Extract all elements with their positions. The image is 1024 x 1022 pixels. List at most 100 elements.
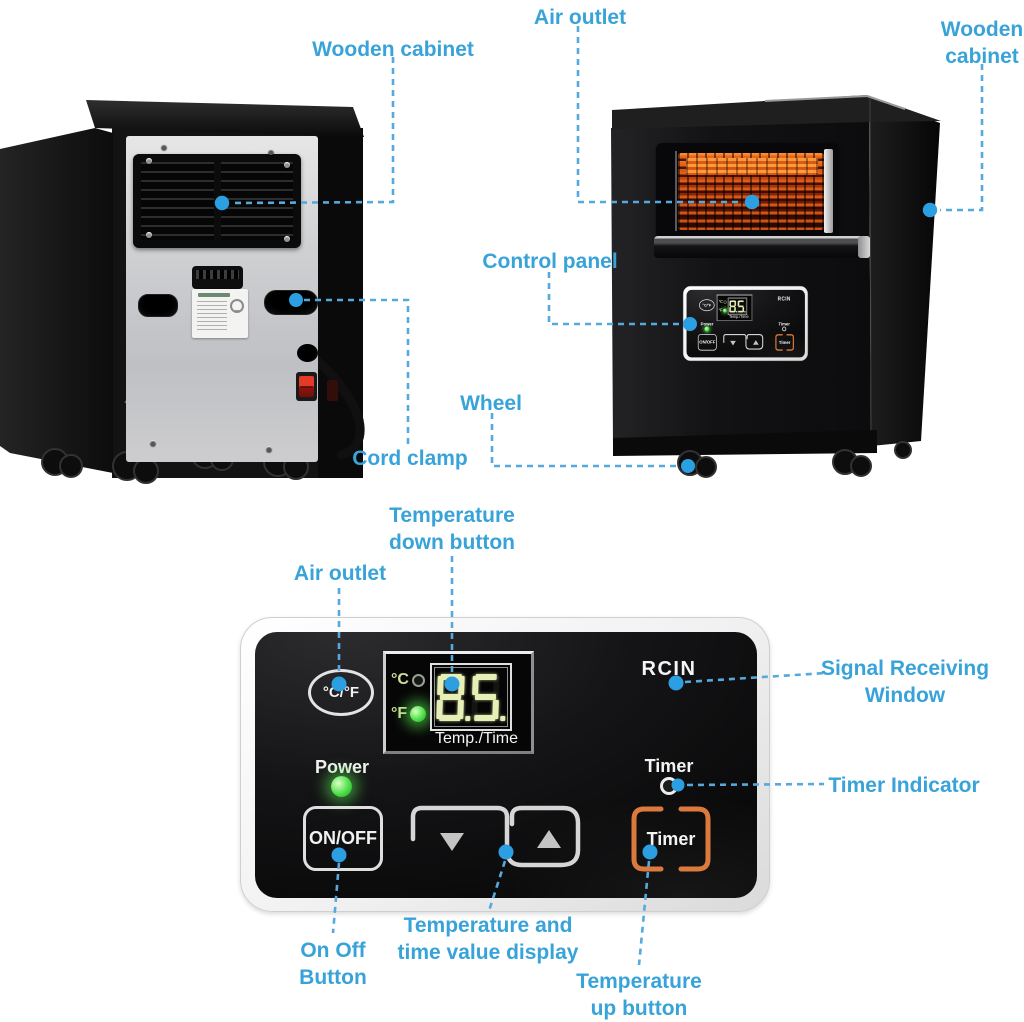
seven-segment-digit bbox=[436, 673, 471, 721]
fahrenheit-label: °F bbox=[391, 705, 408, 722]
label-timer-indicator: Timer Indicator bbox=[828, 774, 980, 797]
signal-receiving-window-label: RCIN bbox=[777, 296, 791, 303]
rocker-switch-side bbox=[327, 380, 338, 401]
label-cord-clamp: Cord clamp bbox=[352, 447, 468, 470]
right-side-face bbox=[869, 97, 940, 446]
label-line: cabinet bbox=[945, 45, 1019, 68]
label-wooden-cabinet-right: Wooden cabinet bbox=[941, 16, 1023, 70]
panel-screw-icon bbox=[268, 149, 274, 155]
grille-screw-icon bbox=[284, 162, 290, 168]
seven-segment-display bbox=[430, 663, 512, 731]
timer-button: Timer bbox=[629, 805, 713, 873]
vent-grille-slats bbox=[141, 162, 293, 240]
display-module: °C °F Temp./Time bbox=[716, 294, 753, 321]
seven-segment-digit bbox=[737, 300, 746, 313]
fahrenheit-indicator: °F bbox=[391, 705, 427, 723]
label-temp-display: Temperature and time value display bbox=[398, 912, 579, 966]
power-led-icon bbox=[704, 326, 710, 332]
down-arrow-icon bbox=[730, 340, 736, 346]
wheels bbox=[677, 441, 912, 478]
timer-button-outline bbox=[775, 334, 794, 351]
label-line: Button bbox=[299, 966, 367, 989]
terminal-block bbox=[192, 266, 243, 289]
left-side-face bbox=[0, 128, 113, 473]
power-led-icon bbox=[331, 776, 352, 797]
label-on-off-button: On Off Button bbox=[299, 937, 367, 991]
power-label: Power bbox=[314, 757, 370, 777]
label-temp-down: Temperature down button bbox=[389, 502, 515, 556]
seven-segment-digit bbox=[729, 300, 738, 313]
infrared-glow-bright bbox=[686, 158, 818, 175]
label-line: Window bbox=[864, 684, 946, 707]
rocker-switch-red bbox=[299, 376, 314, 397]
label-control-panel: Control panel bbox=[482, 250, 618, 273]
label-wheel: Wheel bbox=[460, 392, 522, 415]
product-label bbox=[192, 289, 248, 338]
on-off-button: ON/OFF bbox=[303, 806, 383, 871]
label-line: down button bbox=[389, 531, 515, 554]
window-edge-left bbox=[675, 151, 677, 231]
label-line: Wooden bbox=[940, 18, 1024, 41]
celsius-led-off-icon bbox=[411, 673, 425, 687]
celsius-label: °C bbox=[718, 299, 723, 305]
panel-screw-icon bbox=[266, 446, 272, 452]
vent-grille bbox=[133, 154, 301, 248]
label-line: On Off bbox=[300, 939, 366, 962]
control-panel-closeup: °C/°F °C °F Temp./Time RCIN Power Timer … bbox=[240, 617, 770, 912]
celsius-indicator: °C bbox=[391, 671, 425, 689]
label-air-outlet-top: Air outlet bbox=[533, 6, 627, 29]
corner-seam bbox=[869, 98, 872, 444]
brand-logo bbox=[198, 293, 230, 297]
down-arrow-icon bbox=[440, 833, 464, 851]
label-line: Temperature and bbox=[403, 914, 573, 937]
base-bar bbox=[613, 430, 877, 456]
temperature-arrow-buttons bbox=[723, 333, 764, 350]
timer-indicator-light bbox=[782, 326, 787, 332]
power-label: Power bbox=[700, 321, 714, 327]
temperature-up-button bbox=[747, 335, 763, 349]
timer-indicator-light bbox=[660, 777, 678, 795]
panel-screw-icon bbox=[150, 440, 156, 446]
label-line: up button bbox=[590, 997, 688, 1020]
timer-button-label: Timer bbox=[646, 828, 696, 849]
control-panel-mini: °C/°F °C °F Temp./Time RCIN Power Timer … bbox=[683, 286, 808, 361]
etl-mark-icon bbox=[230, 299, 244, 313]
window-edge-right bbox=[824, 149, 833, 233]
up-arrow-icon bbox=[753, 340, 759, 345]
control-panel: °C/°F °C °F Temp./Time RCIN Power Timer … bbox=[683, 286, 808, 361]
celsius-led-off-icon bbox=[723, 300, 727, 304]
timer-button-label: Timer bbox=[778, 339, 791, 345]
display-caption: Temp./Time bbox=[435, 730, 518, 747]
timer-indicator-label: Timer bbox=[644, 756, 694, 776]
top-edge-highlight bbox=[764, 94, 906, 110]
rocker-switch bbox=[296, 372, 317, 401]
timer-button: Timer bbox=[775, 334, 795, 351]
celsius-indicator: °C bbox=[719, 300, 727, 305]
temperature-up-button bbox=[512, 808, 578, 865]
on-off-button: ON/OFF bbox=[697, 334, 717, 351]
display-caption: Temp./Time bbox=[728, 314, 749, 320]
timer-indicator-label: Timer bbox=[778, 321, 790, 327]
temperature-down-button bbox=[724, 335, 746, 349]
cord-exit-hole bbox=[297, 344, 318, 362]
label-line: Signal Receiving bbox=[820, 657, 990, 680]
grille-screw-icon bbox=[146, 158, 152, 164]
signal-receiving-window-label: RCIN bbox=[641, 658, 697, 680]
seven-segment-digit bbox=[471, 673, 506, 721]
label-air-outlet-bottom: Air outlet bbox=[293, 562, 387, 585]
fahrenheit-led-on-icon bbox=[410, 706, 427, 722]
label-temp-up: Temperature up button bbox=[576, 968, 702, 1022]
display-module: °C °F Temp./Time bbox=[383, 651, 534, 754]
temperature-down-button bbox=[413, 808, 507, 865]
fahrenheit-indicator: °F bbox=[719, 308, 727, 313]
fahrenheit-led-on-icon bbox=[723, 308, 727, 313]
celsius-fahrenheit-button: °C/°F bbox=[699, 299, 715, 312]
label-text-lines bbox=[197, 301, 227, 333]
temperature-arrow-buttons bbox=[410, 805, 581, 868]
celsius-label: °C bbox=[391, 671, 409, 688]
arrow-buttons-outline bbox=[723, 333, 764, 350]
up-arrow-icon bbox=[537, 830, 561, 848]
label-signal-receiving-window: Signal Receiving Window bbox=[821, 655, 989, 709]
arrow-buttons-outline bbox=[410, 805, 581, 868]
